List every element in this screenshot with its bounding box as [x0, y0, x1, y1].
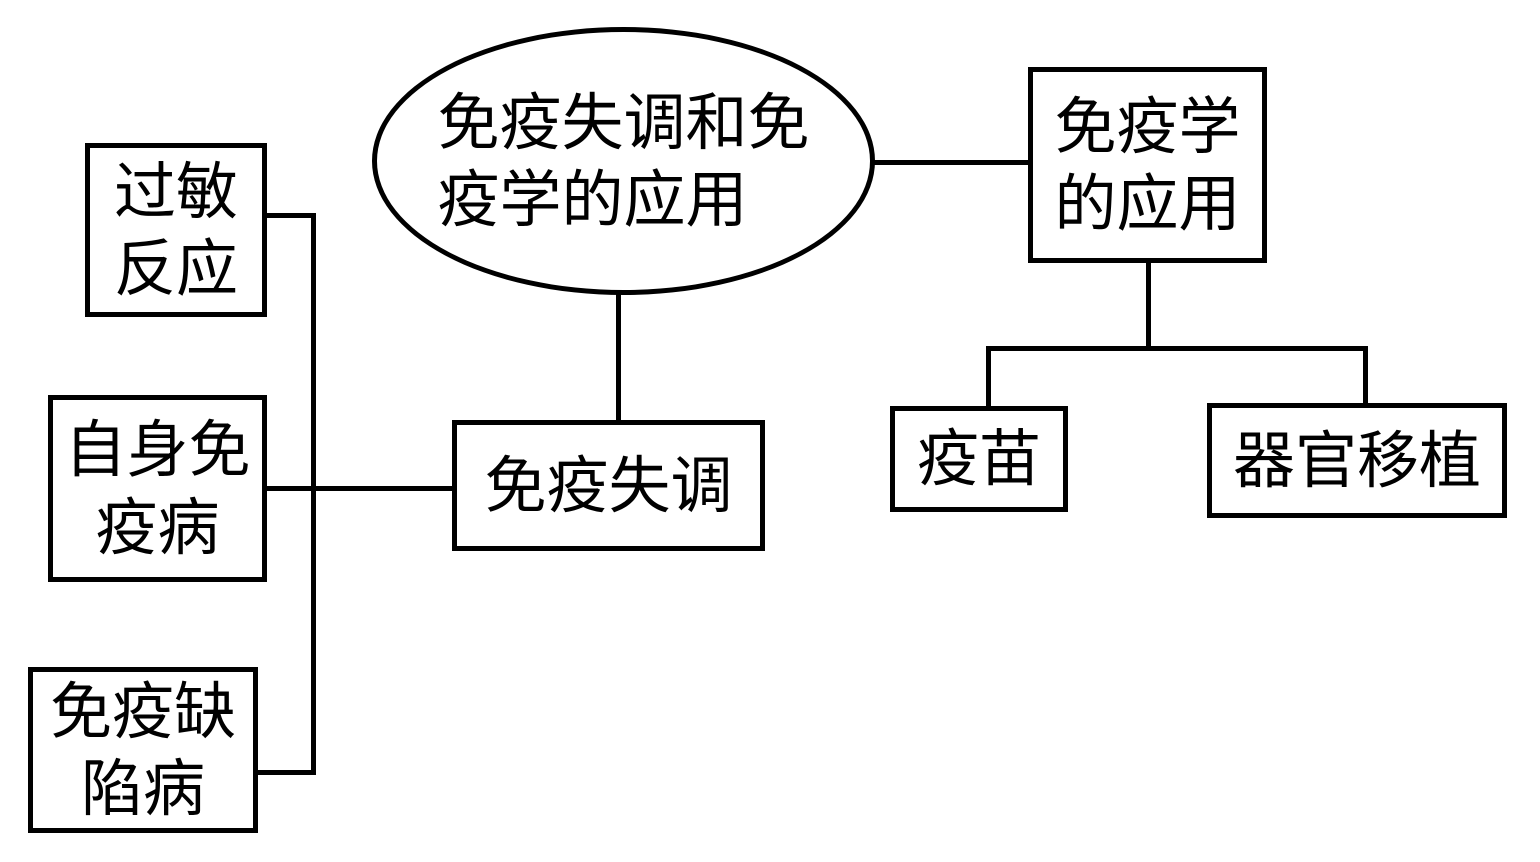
node-immunology-applications: 免疫学 的应用 — [1028, 67, 1267, 263]
connector-autoimmune-to-dysregulation — [265, 486, 455, 491]
node-immunodeficiency-disease: 免疫缺 陷病 — [28, 667, 258, 833]
connector-branch-to-vaccine — [986, 349, 991, 406]
node-root-label: 免疫失调和免 疫学的应用 — [437, 85, 810, 237]
node-autoimmune-disease-label: 自身免 疫病 — [64, 413, 251, 564]
connector-applications-stem — [1146, 261, 1151, 351]
node-vaccine-label: 疫苗 — [916, 422, 1041, 496]
connector-applications-branch-bar — [986, 346, 1368, 351]
node-immune-dysregulation: 免疫失调 — [452, 420, 765, 551]
connector-immunodeficiency-to-trunk — [256, 770, 316, 775]
connector-root-to-dysregulation — [616, 293, 621, 420]
node-organ-transplant-label: 器官移植 — [1232, 423, 1481, 497]
connector-allergy-to-trunk — [265, 213, 316, 218]
node-allergic-reaction-label: 过敏 反应 — [113, 154, 238, 306]
connector-branch-to-organ-transplant — [1363, 349, 1368, 403]
node-vaccine: 疫苗 — [890, 406, 1068, 512]
node-allergic-reaction: 过敏 反应 — [85, 143, 267, 317]
node-immunology-applications-label: 免疫学 的应用 — [1054, 89, 1241, 241]
connector-left-trunk — [311, 213, 316, 775]
node-organ-transplant: 器官移植 — [1207, 403, 1507, 518]
node-immune-dysregulation-label: 免疫失调 — [484, 448, 733, 522]
node-immunodeficiency-disease-label: 免疫缺 陷病 — [49, 674, 236, 826]
node-autoimmune-disease: 自身免 疫病 — [48, 395, 267, 582]
connector-root-to-applications — [872, 160, 1028, 165]
node-root-ellipse: 免疫失调和免 疫学的应用 — [372, 27, 875, 295]
